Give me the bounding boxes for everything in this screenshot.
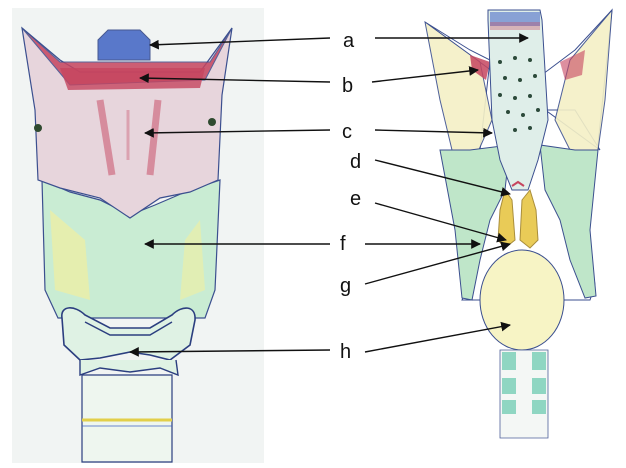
label-c: c	[342, 121, 352, 143]
side-dot	[34, 124, 42, 132]
lamina-right	[555, 10, 612, 170]
cricoid-lamina	[480, 250, 564, 350]
label-a: a	[343, 30, 355, 52]
posterior-view	[425, 10, 612, 438]
lamina-left	[425, 22, 492, 170]
label-f: f	[340, 233, 346, 255]
side-dot	[208, 118, 216, 126]
arrow-h-right	[365, 325, 510, 352]
label-b: b	[342, 75, 353, 97]
epiglottis-tip	[98, 30, 150, 60]
labels: a b c d e f g h	[340, 30, 361, 363]
arytenoid-right	[520, 190, 538, 248]
epiglottis-red-band	[490, 22, 540, 30]
label-h: h	[340, 341, 351, 363]
label-e: e	[350, 188, 361, 210]
label-d: d	[350, 151, 361, 173]
anterior-view	[12, 8, 264, 463]
label-g: g	[340, 275, 351, 297]
